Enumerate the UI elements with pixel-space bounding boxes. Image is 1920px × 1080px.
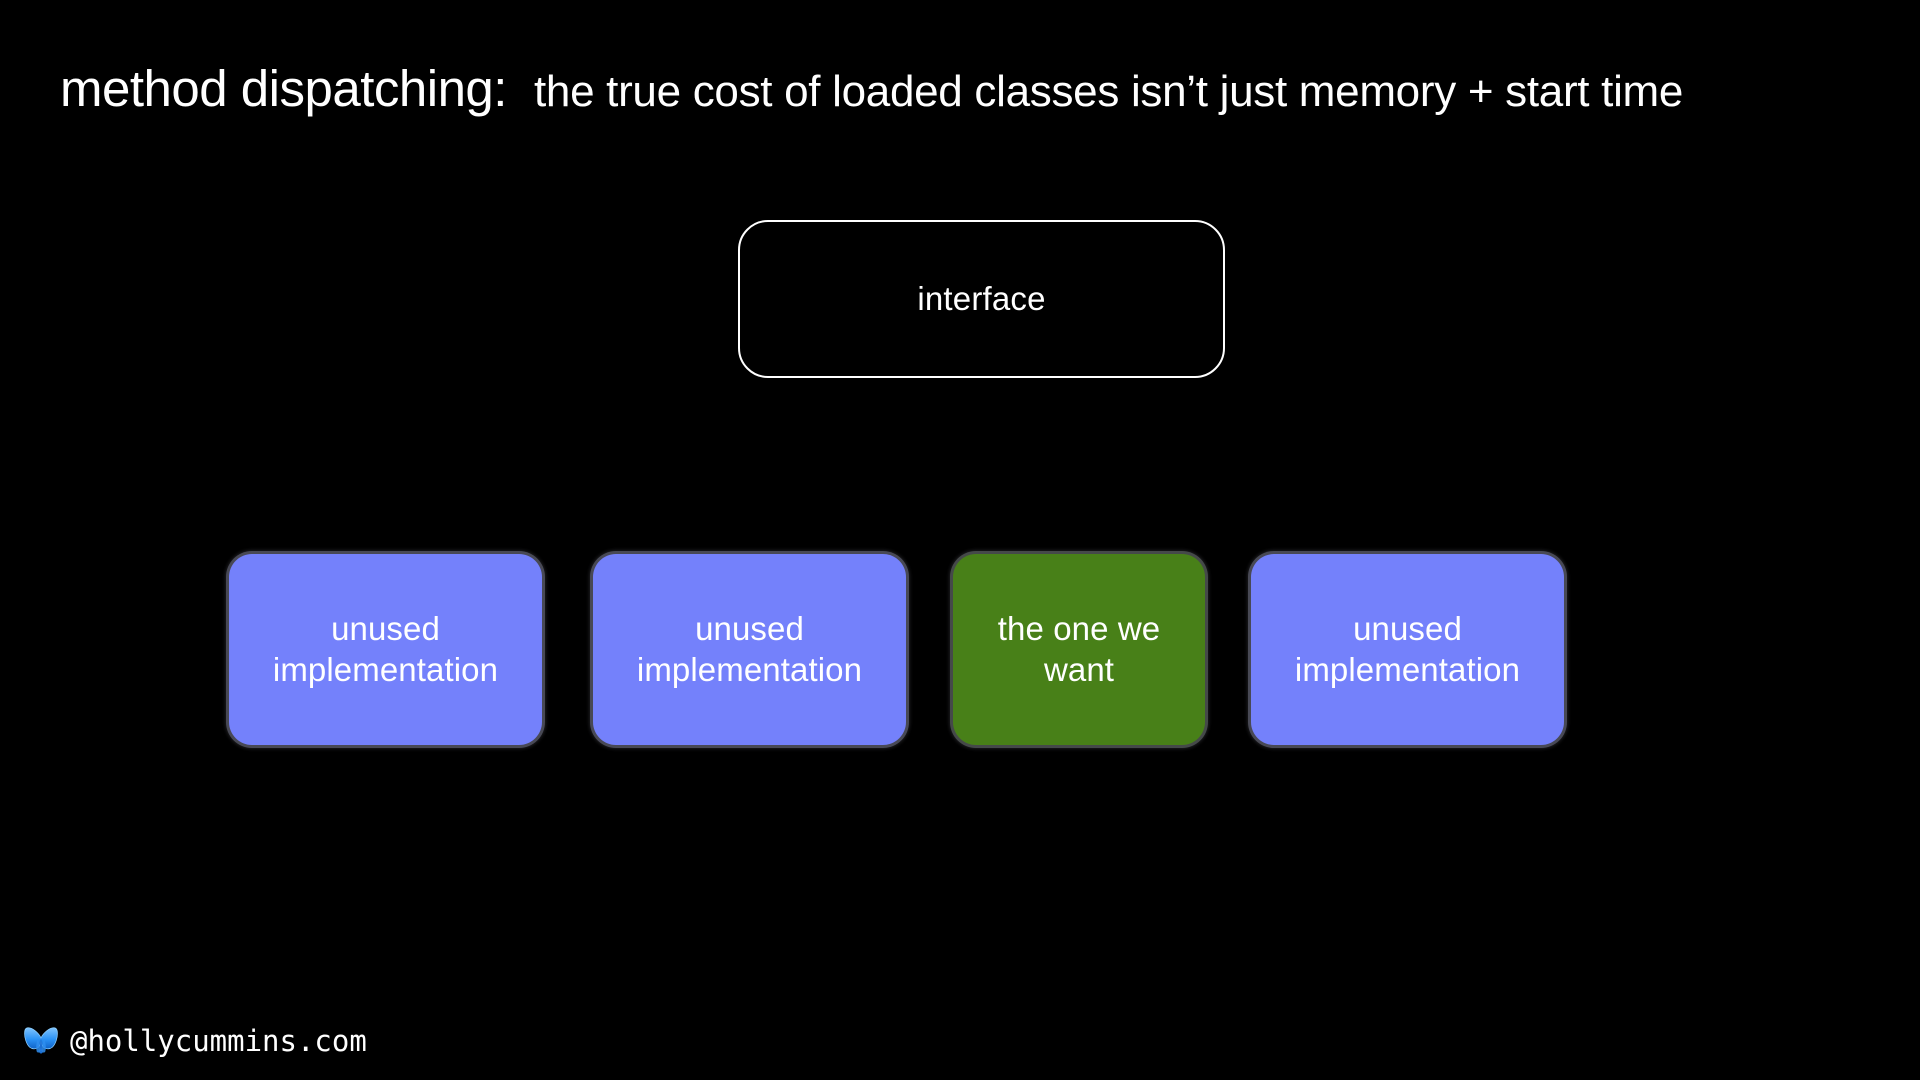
title-sub-text: the true cost of loaded classes isn’t ju…	[533, 67, 1684, 116]
implementation-node-4: unused implementation	[1248, 551, 1567, 748]
implementation-node-4-line2: implementation	[1294, 650, 1521, 688]
implementation-node-row: unused implementation unused implementat…	[0, 551, 1920, 751]
footer: @hollycummins.com	[24, 1024, 367, 1058]
implementation-node-1: unused implementation	[226, 551, 545, 748]
implementation-node-1-line2: implementation	[272, 650, 499, 688]
implementation-node-2-label: unused implementation	[637, 609, 862, 691]
implementation-node-3-line2: want	[1043, 650, 1115, 688]
implementation-node-2-line1: unused	[695, 609, 804, 647]
butterfly-icon	[24, 1027, 58, 1054]
implementation-node-3-line1: the one we	[997, 609, 1161, 647]
interface-node-label: interface	[917, 280, 1046, 317]
implementation-node-1-line1: unused	[331, 609, 440, 647]
implementation-node-4-label: unused implementation	[1295, 609, 1520, 691]
implementation-node-1-label: unused implementation	[273, 609, 498, 691]
implementation-node-2: unused implementation	[590, 551, 909, 748]
page-title: method dispatching: the true cost of loa…	[60, 62, 1880, 116]
title-main-text: method dispatching:	[60, 60, 507, 117]
implementation-node-2-line2: implementation	[636, 650, 863, 688]
footer-handle: @hollycummins.com	[70, 1024, 367, 1058]
implementation-node-3-selected: the one we want	[950, 551, 1208, 748]
implementation-node-3-label: the one we want	[998, 609, 1160, 691]
implementation-node-4-line1: unused	[1353, 609, 1462, 647]
interface-node: interface	[738, 220, 1225, 378]
